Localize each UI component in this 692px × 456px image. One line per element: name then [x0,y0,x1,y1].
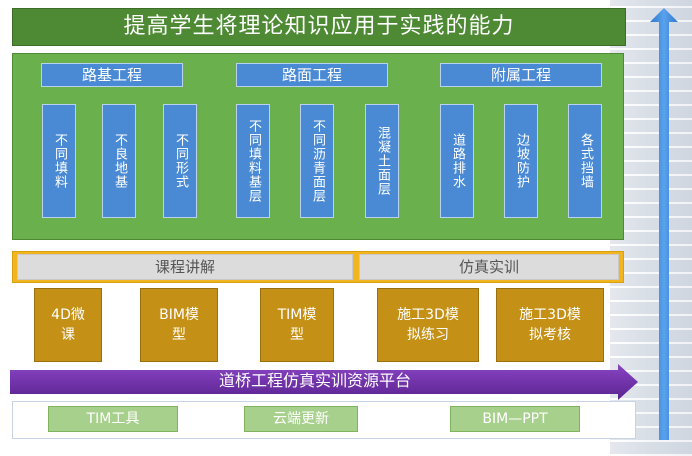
subitem-box: 不良地基 [102,104,136,218]
course-lecture: 课程讲解 [17,254,353,280]
subitem-label: 各式挡墙 [578,133,593,189]
subitem-box: 不同填料 [42,104,76,218]
subitem-label: 不同沥青面层 [310,119,325,203]
resource-tim-model: TIM模 型 [260,288,334,362]
subitem-box: 道路排水 [440,104,474,218]
diagram-title: 提高学生将理论知识应用于实践的能力 [12,8,626,46]
subitem-box: 不同形式 [163,104,197,218]
platform-label: 道桥工程仿真实训资源平台 [218,371,411,390]
subitem-label: 不良地基 [112,133,127,189]
resource-3d-practice: 施工3D模 拟练习 [377,288,479,362]
subitem-label: 边坡防护 [514,133,529,189]
category-header-auxiliary: 附属工程 [440,63,602,87]
subitem-box: 边坡防护 [504,104,538,218]
subitem-box: 不同沥青面层 [300,104,334,218]
subitem-label: 不同填料基层 [246,119,261,203]
subitem-box: 混凝土面层 [365,104,399,218]
subitem-label: 道路排水 [450,133,465,189]
tool-bim-ppt: BIM—PPT [450,406,580,432]
resource-bim-model: BIM模 型 [140,288,218,362]
subitem-label: 混凝土面层 [375,126,390,196]
course-simulation: 仿真实训 [359,254,619,280]
subitem-box: 不同填料基层 [236,104,270,218]
tool-tim: TIM工具 [48,406,178,432]
subitem-label: 不同填料 [52,133,67,189]
resource-4d-microcourse: 4D微 课 [34,288,102,362]
tool-cloud-update: 云端更新 [244,406,358,432]
category-header-pavement: 路面工程 [236,63,388,87]
up-arrow-icon [650,8,678,440]
resource-3d-exam: 施工3D模 拟考核 [496,288,604,362]
subitem-box: 各式挡墙 [568,104,602,218]
category-header-roadbed: 路基工程 [41,63,183,87]
platform-arrow-icon [10,364,638,400]
subitem-label: 不同形式 [173,133,188,189]
